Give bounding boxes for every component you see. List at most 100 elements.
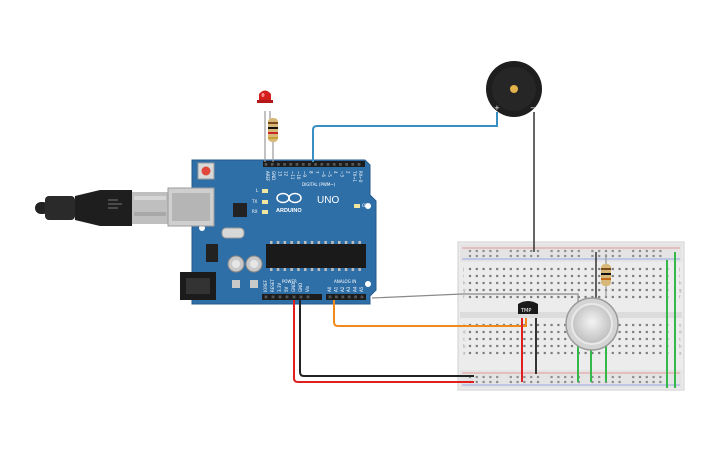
breadboard-hole [468,344,472,348]
piezo-buzzer[interactable]: + − [486,61,542,117]
digital-pin[interactable] [283,163,286,166]
power-pin[interactable] [306,295,310,299]
power-pin[interactable] [278,295,282,299]
arduino-uno-board[interactable]: L TX RX ON ARDUINO UNO DIGITAL (PWM~) AN… [167,159,377,305]
breadboard-hole [638,330,642,334]
breadboard-hole [557,288,560,292]
chip-pin [283,241,287,244]
breadboard-resistor[interactable] [601,254,611,298]
temperature-sensor[interactable]: TMP [518,301,538,314]
breadboard-hole [523,281,526,285]
breadboard-hole [618,249,621,253]
row-letter: h [679,281,682,286]
breadboard-hole [543,330,546,334]
gray-wire[interactable] [371,293,579,302]
breadboard-hole [502,281,506,285]
digital-pin[interactable] [308,163,311,166]
breadboard-hole [564,254,567,258]
analog-pin[interactable] [335,295,338,299]
breadboard-hole [591,380,594,384]
analog-pin[interactable] [328,295,332,299]
row-letter: c [679,337,681,342]
breadboard-hole [516,337,519,341]
breadboard-hole [557,375,560,379]
breadboard-hole [645,351,648,355]
breadboard-hole [659,254,662,258]
breadboard-hole [598,288,601,292]
digital-pin[interactable] [295,163,299,166]
breadboard-hole [516,288,519,292]
breadboard-hole [632,295,635,299]
breadboard-hole [652,380,655,384]
gas-sensor[interactable] [565,297,619,351]
breadboard-hole [659,380,662,384]
breadboard-hole [618,344,621,348]
blue-wire[interactable] [312,112,498,162]
breadboard-hole [625,344,628,348]
breadboard-hole [489,337,492,341]
breadboard-hole [638,380,642,384]
black-wire-gnd[interactable] [299,300,474,377]
breadboard-hole [489,288,492,292]
buzzer-minus-label: − [530,104,536,112]
digital-pin[interactable] [357,163,361,166]
breadboard-hole [652,323,655,327]
breadboard-hole [550,330,553,334]
digital-pin[interactable] [264,163,268,166]
breadboard-hole [618,351,621,355]
power-pin[interactable] [264,295,268,299]
digital-pin[interactable] [277,163,280,166]
led-resistor[interactable] [268,118,278,142]
breadboard-hole [577,254,580,258]
breadboard-hole [468,274,472,278]
breadboard-hole [509,274,512,278]
breadboard-hole [523,274,526,278]
breadboard-hole [652,351,655,355]
breadboard-hole [570,295,574,299]
breadboard-hole [564,274,567,278]
orange-wire[interactable] [333,300,527,327]
analog-pin[interactable] [347,295,351,299]
red-led[interactable] [257,90,273,104]
power-pin[interactable] [299,295,303,299]
breadboard-hole [468,267,472,271]
digital-pin[interactable] [314,163,317,166]
digital-pin[interactable] [339,163,342,166]
breadboard-hole [523,337,526,341]
digital-pin[interactable] [326,163,330,166]
digital-pin[interactable] [351,163,355,166]
power-pin[interactable] [285,295,289,299]
breadboard-hole [598,249,601,253]
breadboard-hole [659,281,662,285]
power-pin[interactable] [271,295,275,299]
digital-pin[interactable] [345,163,348,166]
breadboard-hole [516,281,519,285]
breadboard-hole [509,380,512,384]
digital-pin[interactable] [320,163,324,166]
breadboard-hole [564,288,567,292]
digital-pin[interactable] [270,163,274,166]
power-pin[interactable] [292,295,296,299]
red-wire-5v[interactable] [293,300,474,383]
analog-pin[interactable] [360,295,364,299]
analog-pin[interactable] [354,295,357,299]
breadboard-hole [591,295,594,299]
breadboard-hole [659,267,662,271]
breadboard-hole [577,281,580,285]
breadboard-hole [496,330,499,334]
breadboard-hole [632,323,635,327]
digital-pin[interactable] [301,163,305,166]
breadboard-hole [625,295,628,299]
breadboard-hole [502,288,506,292]
breadboard-hole [482,337,485,341]
breadboard-hole [536,254,540,258]
analog-pin[interactable] [341,295,345,299]
digital-pin[interactable] [332,163,336,166]
row-letter: b [679,344,682,349]
breadboard-hole [536,288,540,292]
breadboard-hole [577,267,580,271]
chip-pin [270,241,273,244]
digital-pin[interactable] [289,163,293,166]
